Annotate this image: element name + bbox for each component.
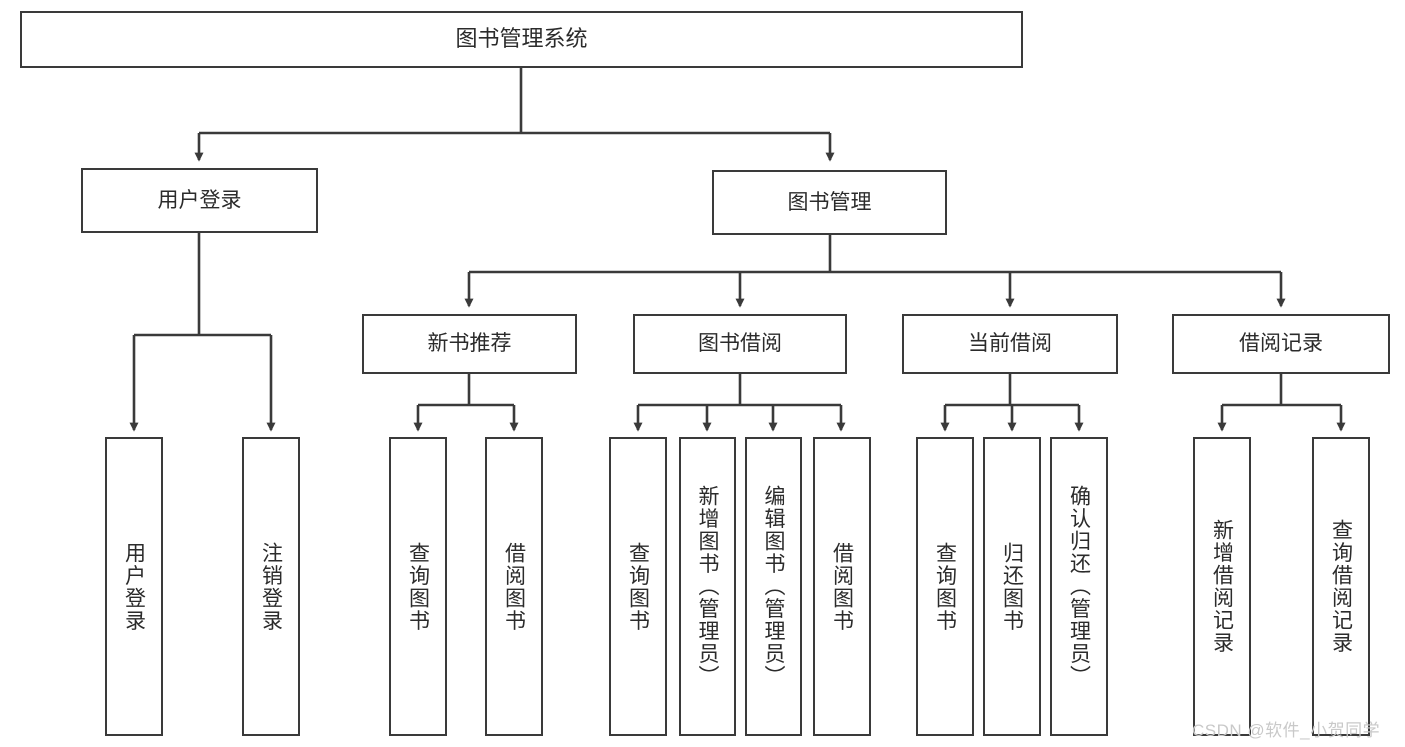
node-current-borrow-label: 当前借阅: [968, 332, 1052, 356]
node-book-borrow[interactable]: 图书借阅: [633, 314, 847, 374]
node-book-manage-label: 图书管理: [787, 190, 872, 214]
node-leaf-query-borrow-record-label: 查询借阅记录: [1329, 519, 1353, 654]
node-leaf-borrow-book-1[interactable]: 借阅图书: [485, 437, 543, 736]
node-new-book-recommend-label: 新书推荐: [427, 332, 512, 356]
node-leaf-user-login[interactable]: 用户登录: [105, 437, 163, 736]
node-new-book-recommend[interactable]: 新书推荐: [362, 314, 577, 374]
node-leaf-user-login-label: 用户登录: [122, 541, 146, 632]
node-borrow-record-label: 借阅记录: [1239, 332, 1323, 356]
node-leaf-edit-book-admin-label: 编辑图书（管理员）: [762, 485, 785, 688]
node-leaf-query-book-3-label: 查询图书: [933, 541, 957, 632]
node-leaf-return-book-label: 归还图书: [1000, 541, 1024, 632]
node-leaf-query-book-1-label: 查询图书: [406, 541, 430, 632]
node-leaf-return-book[interactable]: 归还图书: [983, 437, 1041, 736]
node-leaf-logout-login-label: 注销登录: [259, 541, 283, 632]
node-current-borrow[interactable]: 当前借阅: [902, 314, 1118, 374]
node-leaf-add-borrow-record[interactable]: 新增借阅记录: [1193, 437, 1251, 736]
node-leaf-query-borrow-record[interactable]: 查询借阅记录: [1312, 437, 1370, 736]
node-leaf-logout-login[interactable]: 注销登录: [242, 437, 300, 736]
node-leaf-borrow-book-2[interactable]: 借阅图书: [813, 437, 871, 736]
node-leaf-query-book-3[interactable]: 查询图书: [916, 437, 974, 736]
node-leaf-add-book-admin-label: 新增图书（管理员）: [696, 485, 719, 688]
node-leaf-borrow-book-1-label: 借阅图书: [502, 541, 526, 632]
node-leaf-add-borrow-record-label: 新增借阅记录: [1210, 519, 1234, 654]
node-leaf-confirm-return-admin[interactable]: 确认归还（管理员）: [1050, 437, 1108, 736]
node-leaf-borrow-book-2-label: 借阅图书: [830, 541, 854, 632]
node-leaf-edit-book-admin[interactable]: 编辑图书（管理员）: [745, 437, 802, 736]
node-leaf-add-book-admin[interactable]: 新增图书（管理员）: [679, 437, 736, 736]
node-leaf-query-book-2[interactable]: 查询图书: [609, 437, 667, 736]
node-leaf-confirm-return-admin-label: 确认归还（管理员）: [1067, 485, 1091, 688]
node-root-label: 图书管理系统: [455, 26, 588, 52]
node-borrow-record[interactable]: 借阅记录: [1172, 314, 1390, 374]
node-user-login[interactable]: 用户登录: [81, 168, 318, 233]
node-user-login-label: 用户登录: [157, 188, 242, 212]
node-book-borrow-label: 图书借阅: [698, 332, 782, 356]
node-leaf-query-book-1[interactable]: 查询图书: [389, 437, 447, 736]
node-root-system[interactable]: 图书管理系统: [20, 11, 1023, 68]
node-leaf-query-book-2-label: 查询图书: [626, 541, 650, 632]
node-book-manage[interactable]: 图书管理: [712, 170, 947, 235]
